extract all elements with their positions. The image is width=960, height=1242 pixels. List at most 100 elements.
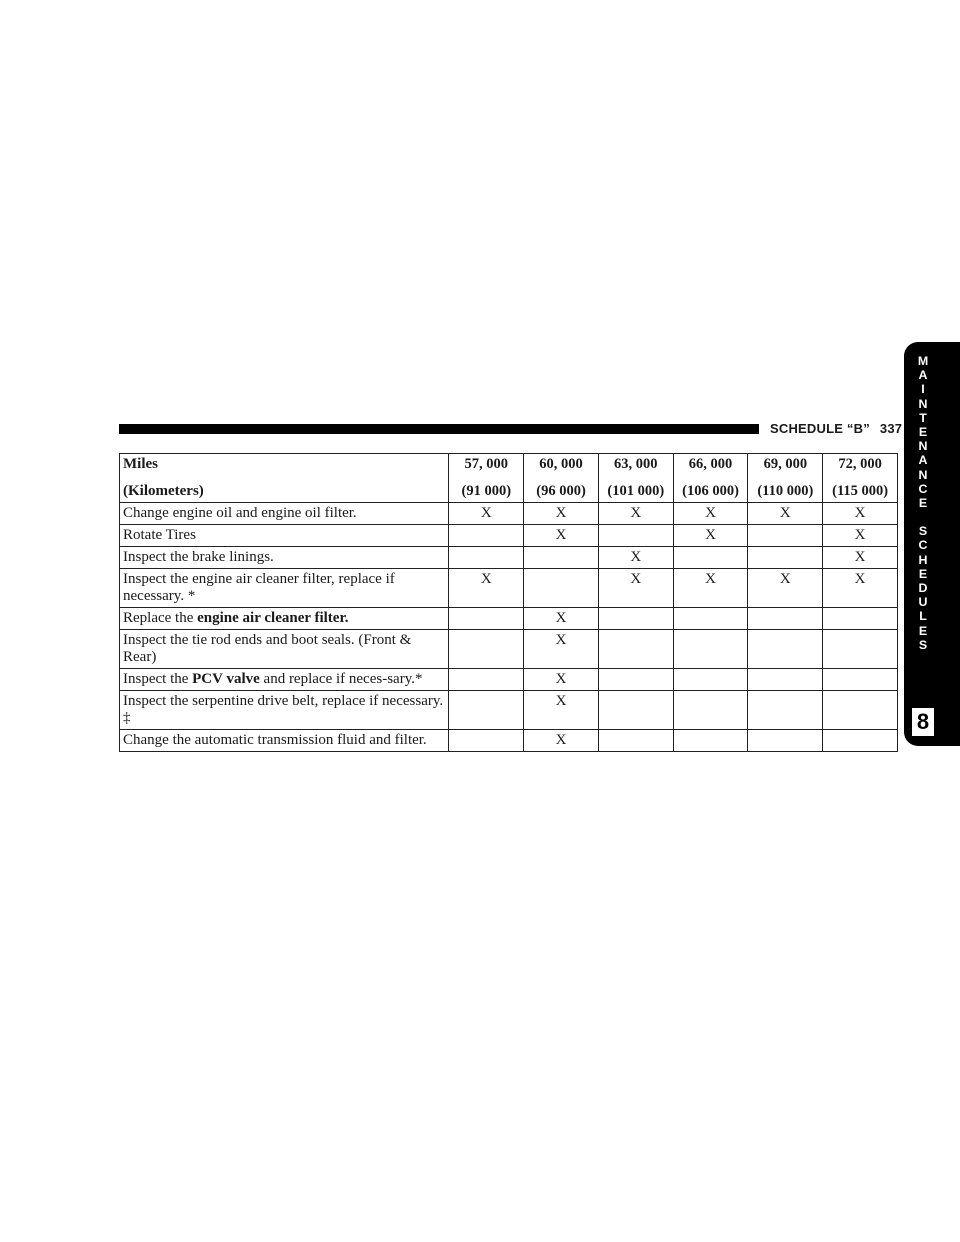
service-mark [448,629,525,669]
task-text: Inspect the tie rod ends and boot seals.… [123,632,412,665]
service-mark: X [747,502,824,525]
interval-km: (96 000) [536,483,586,499]
task-text-continued: and replace if neces-sary.* [259,671,423,687]
interval-header: 63, 000(101 000) [597,453,674,503]
interval-miles: 60, 000 [539,456,583,472]
service-mark [822,690,898,730]
task-text: Change engine oil and engine oil filter. [123,505,357,521]
page-number: 337 [879,421,903,436]
service-mark [747,668,824,691]
service-mark [448,729,525,752]
task-description: Inspect the brake linings. [118,546,450,569]
interval-header: 69, 000 (110 000) [747,453,824,503]
table-body: Change engine oil and engine oil filter.… [118,502,898,752]
interval-header: 57, 000 (91 000) [448,453,525,503]
task-text: Inspect the [123,671,193,687]
maintenance-schedule-table: Miles (Kilometers) 57, 000 (91 000) 60, 0… [118,453,898,752]
task-description: Inspect the serpentine drive belt, repla… [118,690,450,730]
service-mark: X [672,568,749,608]
service-mark: X [448,568,525,608]
side-tab-letter: A [918,368,928,383]
service-mark: X [597,546,674,569]
side-tab-letter: H [918,552,928,567]
side-tab-letter: N [918,396,928,411]
side-tab-letter: T [919,410,927,425]
service-mark: X [822,502,898,525]
task-emphasis: PCV valve [192,671,260,687]
side-tab-letter: C [918,481,928,496]
interval-km: (115 000) [832,483,889,499]
side-tab-letter: E [918,425,928,440]
interval-km: (110 000) [757,483,814,499]
service-mark [822,729,898,752]
task-emphasis: engine air cleaner filter. [197,610,349,626]
service-mark [597,607,674,630]
table-row: Change the automatic transmission fluid … [118,729,898,752]
interval-miles: 72, 000 [838,456,882,472]
service-mark: X [597,568,674,608]
task-text: Replace the [123,610,198,626]
service-mark [448,607,525,630]
side-tab-letter: L [919,609,927,624]
task-description: Change engine oil and engine oil filter. [118,502,450,525]
task-text: Inspect the serpentine drive belt, repla… [123,693,444,726]
chapter-number: 8 [912,708,934,736]
side-tab-letter: N [918,467,928,482]
interval-label-header: Miles (Kilometers) [118,453,450,503]
table-row: Change engine oil and engine oil filter.… [118,502,898,525]
service-mark [597,524,674,547]
service-mark [747,690,824,730]
service-mark [672,668,749,691]
side-tab-letter: M [917,354,929,368]
task-text: Change the automatic transmission fluid … [123,732,427,748]
interval-header: 72, 000 (115 000) [822,453,898,503]
table-row: Inspect the tie rod ends and boot seals.… [118,629,898,669]
service-mark: X [523,729,599,752]
kilometers-label: (Kilometers) [123,483,204,499]
interval-miles: 57, 000 [464,456,509,472]
service-mark [747,607,824,630]
task-text: Rotate Tires [123,527,196,543]
table-header-row: Miles (Kilometers) 57, 000 (91 000) 60, 0… [118,453,898,503]
service-mark [597,729,674,752]
service-mark: X [523,607,599,630]
service-mark: X [672,502,749,525]
miles-label: Miles [123,456,158,472]
interval-miles: 69, 000 [763,456,808,472]
service-mark [597,690,674,730]
service-mark: X [822,568,898,608]
service-mark [822,629,898,669]
interval-miles: 66, 000 [688,456,733,472]
service-mark [523,568,599,608]
service-mark [448,690,525,730]
running-head: SCHEDULE “B” 337 [770,421,902,436]
service-mark: X [523,629,599,669]
table-row: Inspect the engine air cleaner filter, r… [118,568,898,608]
interval-header: 60, 000 (96 000) [523,453,599,503]
task-description: Inspect the tie rod ends and boot seals.… [118,629,450,669]
task-text: Inspect the engine air cleaner filter, r… [123,571,395,604]
service-mark: X [597,502,674,525]
task-description: Rotate Tires [118,524,450,547]
service-mark [597,629,674,669]
service-mark [448,668,525,691]
interval-km: (91 000) [461,483,512,499]
service-mark [448,546,525,569]
service-mark [672,690,749,730]
service-mark [822,607,898,630]
side-tab-letter: U [918,595,928,610]
service-mark: X [822,524,898,547]
table-row: Inspect the PCV valve and replace if nec… [118,668,898,691]
table-row: Replace the engine air cleaner filter. X [118,607,898,630]
interval-miles: 63, 000 [614,456,658,472]
side-tab-letter: I [921,382,925,397]
service-mark: X [523,524,599,547]
section-title: SCHEDULE “B” [770,421,870,436]
service-mark [448,524,525,547]
task-description: Change the automatic transmission fluid … [118,729,450,752]
task-description: Replace the engine air cleaner filter. [118,607,450,630]
